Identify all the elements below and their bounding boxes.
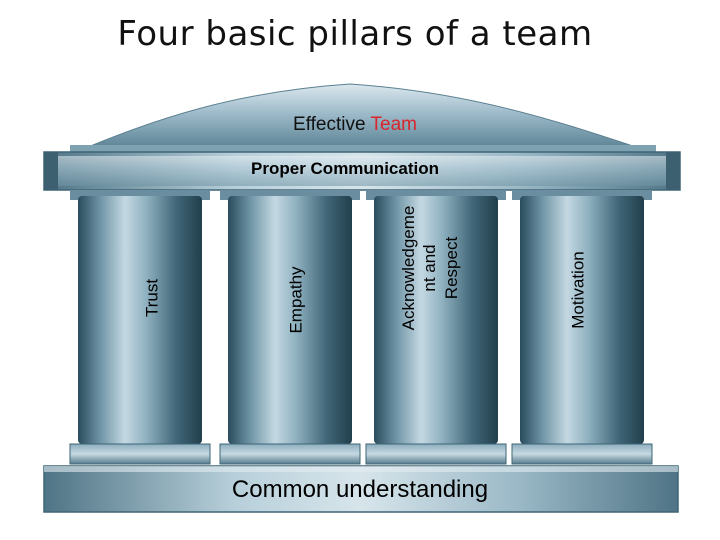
roof-label-prefix: Effective [293, 114, 371, 135]
roof-label-highlight: Team [370, 114, 417, 135]
pillar-label-line: Acknowledgeme [399, 205, 419, 331]
capital-3 [366, 190, 506, 200]
pillar-1 [78, 196, 202, 444]
pillar-base-4 [511, 443, 653, 465]
pillar-base-3 [365, 443, 507, 465]
capital-1 [70, 190, 210, 200]
pillar-label-acknowledgement: Acknowledgeme nt and Respect [398, 206, 462, 331]
pillar-label-line: nt and [420, 244, 440, 292]
pillar-4 [520, 196, 644, 444]
pillar-base-2 [219, 443, 361, 465]
beam-label: Proper Communication [251, 159, 439, 178]
pillar-base-1 [69, 443, 211, 465]
capital-2 [220, 190, 360, 200]
page-title: Four basic pillars of a team [117, 14, 593, 54]
roof-ledge [70, 145, 656, 154]
pillar-label-empathy: Empathy [286, 266, 306, 334]
pillar-label-trust: Trust [142, 278, 162, 318]
pillar-3 [374, 196, 498, 444]
pillar-2 [228, 196, 352, 444]
pillar-label-motivation: Motivation [568, 251, 588, 329]
capital-4 [512, 190, 652, 200]
roof-pediment [87, 83, 637, 148]
pillar-label-line: Respect [441, 236, 461, 300]
roof-label: Effective Team [230, 114, 480, 136]
base-label: Common understanding [231, 476, 489, 503]
